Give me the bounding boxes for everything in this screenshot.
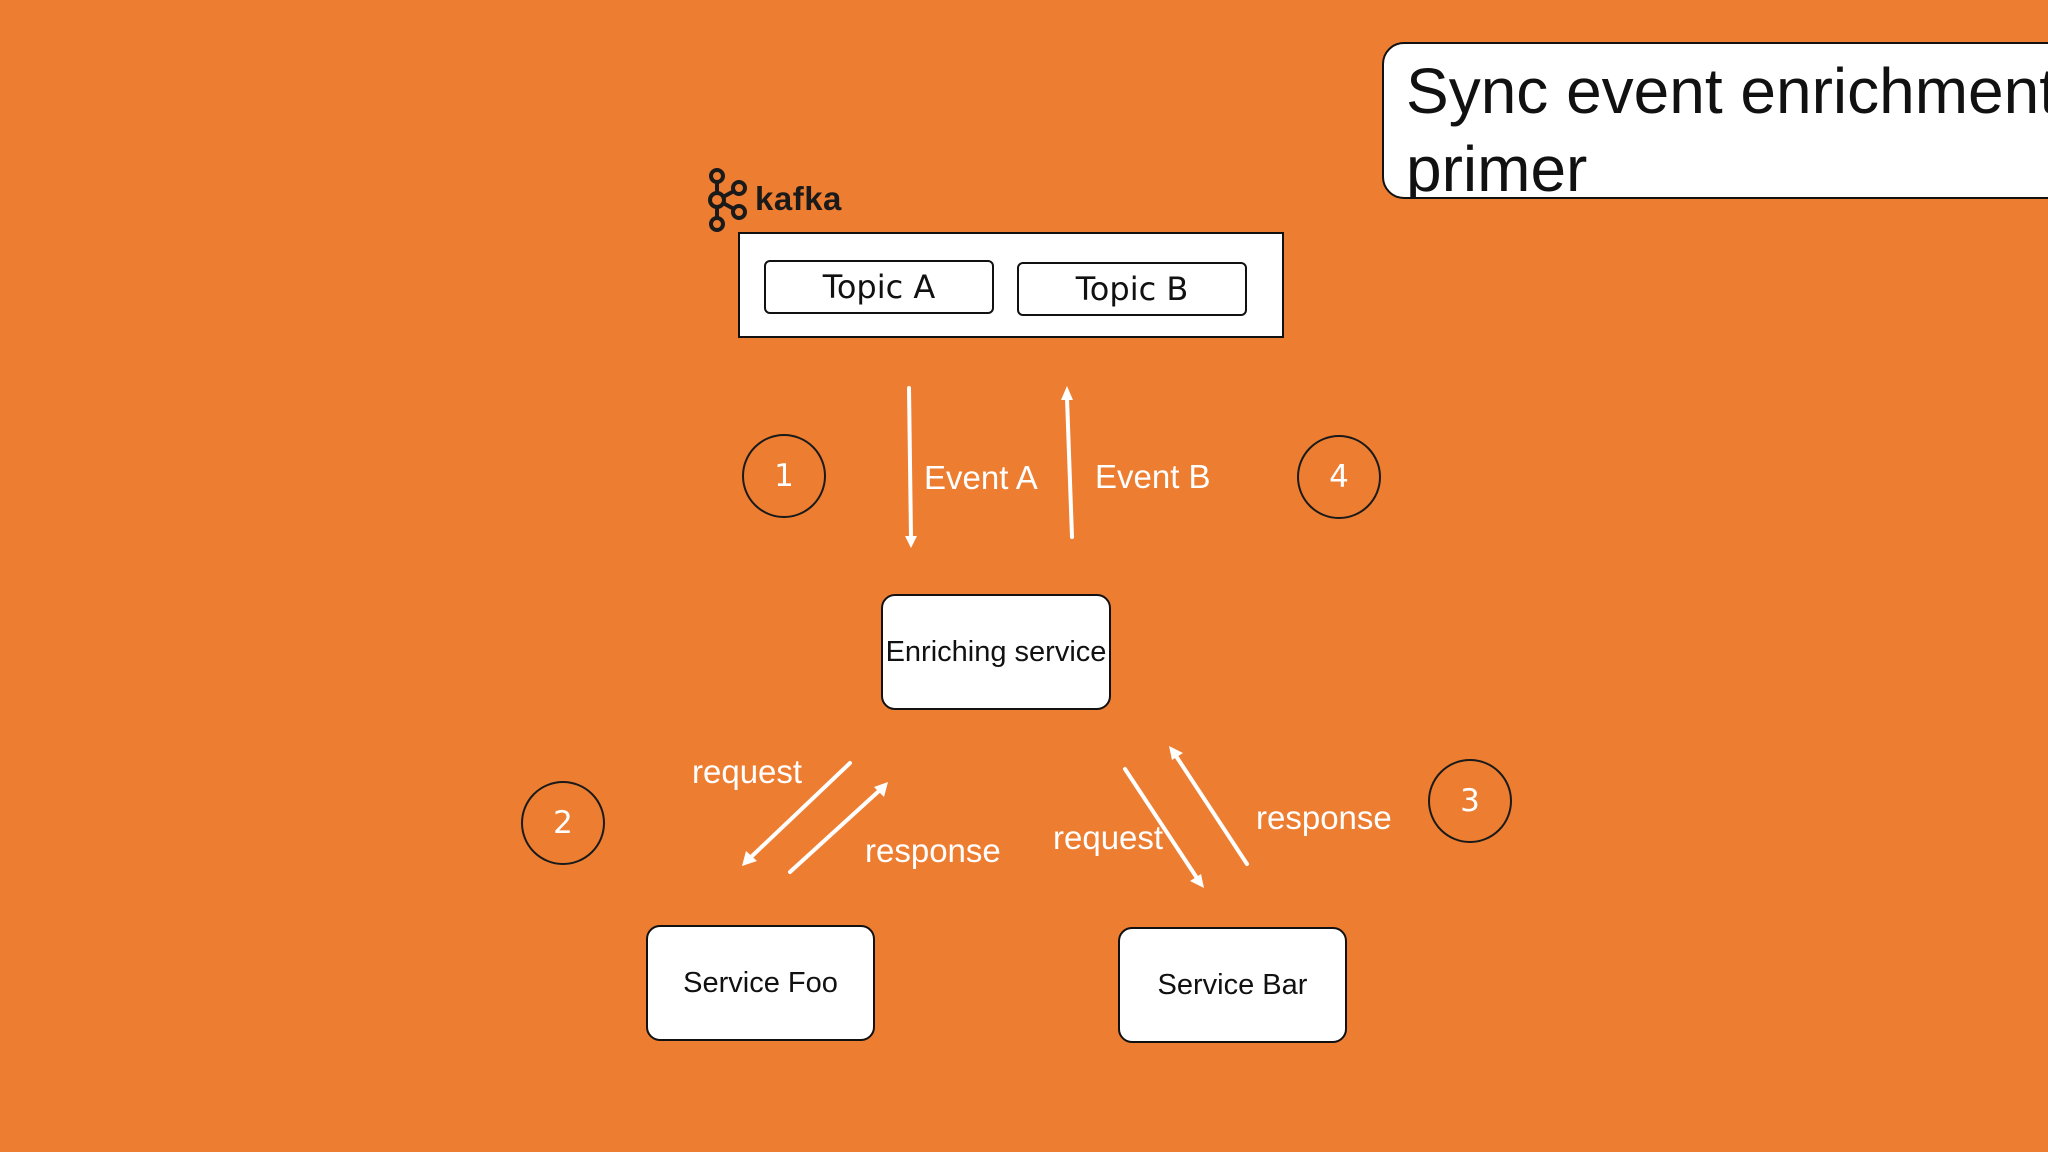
foo-request-arrow (748, 761, 852, 860)
topic-b: Topic B (1017, 262, 1247, 316)
bar-request-arrowhead (1190, 874, 1204, 888)
foo-request-label: request (692, 753, 803, 790)
foo-response-arrowhead (874, 782, 888, 797)
step-2-circle: 2 (521, 781, 605, 865)
page-title: Sync event enrichment primer (1406, 55, 2048, 199)
foo-request-arrowhead (742, 851, 757, 866)
event-a-label: Event A (924, 459, 1038, 496)
service-foo-node: Service Foo (646, 925, 875, 1041)
foo-response-label: response (865, 832, 1001, 869)
step-4-circle: 4 (1297, 435, 1381, 519)
kafka-wordmark: kafka (755, 180, 842, 217)
event-b-arrow (1065, 396, 1074, 539)
bar-response-arrowhead (1169, 746, 1183, 760)
event-a-arrowhead (905, 536, 917, 548)
title-box: Sync event enrichment primer (1382, 42, 2048, 199)
kafka-cluster: Topic A Topic B (738, 232, 1284, 338)
topic-a: Topic A (764, 260, 994, 314)
event-b-arrowhead (1061, 386, 1073, 400)
bar-request-label: request (1053, 819, 1164, 856)
foo-response-arrow (788, 788, 882, 874)
kafka-icon (708, 168, 747, 232)
bar-response-label: response (1256, 799, 1392, 836)
event-b-label: Event B (1095, 458, 1211, 495)
service-bar-node: Service Bar (1118, 927, 1347, 1043)
event-a-arrow (907, 386, 913, 540)
kafka-logo: kafka (705, 168, 845, 232)
enriching-service-node: Enriching service (881, 594, 1111, 710)
step-3-circle: 3 (1428, 759, 1512, 843)
step-1-circle: 1 (742, 434, 826, 518)
bar-response-arrow (1174, 754, 1249, 866)
bar-request-arrow (1123, 767, 1199, 880)
